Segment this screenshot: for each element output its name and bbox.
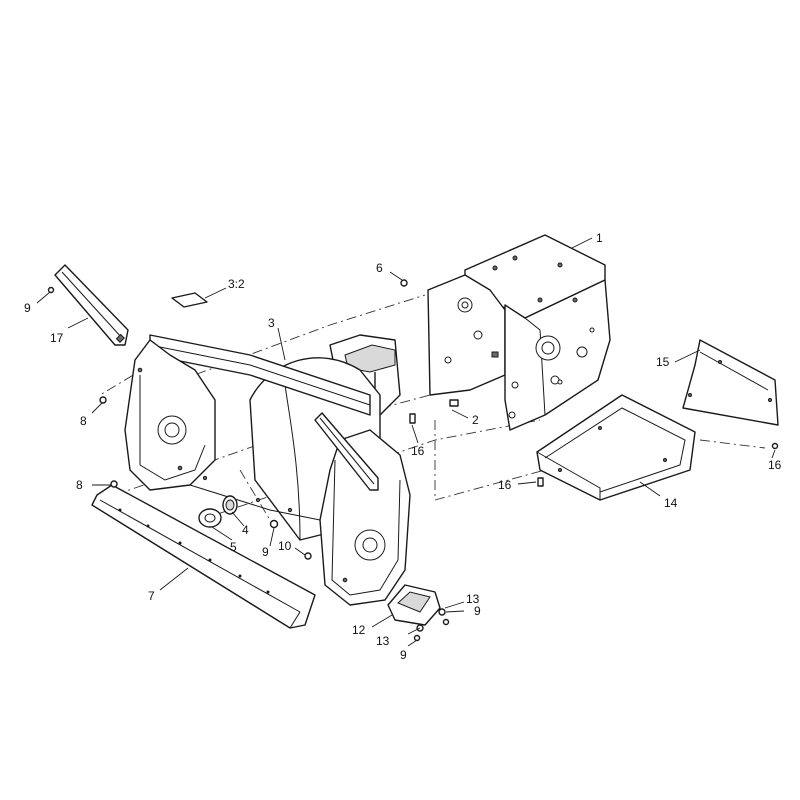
gear-housing-frame <box>427 234 611 431</box>
callout-15: 15 <box>656 355 670 369</box>
callout-13-right: 13 <box>466 592 480 606</box>
callout-9-bottom: 9 <box>400 648 407 662</box>
auger-housing <box>124 334 411 606</box>
callout-3: 3 <box>268 316 275 330</box>
callout-16-cover: 16 <box>768 458 782 472</box>
callout-16-pan: 16 <box>498 478 512 492</box>
callout-8-lower: 8 <box>76 478 83 492</box>
callout-14: 14 <box>664 496 678 510</box>
callout-5: 5 <box>230 540 237 554</box>
callout-10: 10 <box>278 539 292 553</box>
callout-4: 4 <box>242 523 249 537</box>
callout-3-2: 3:2 <box>228 277 245 291</box>
callout-7: 7 <box>148 589 155 603</box>
skid-foot <box>387 584 441 626</box>
cover-plate <box>682 339 779 426</box>
callout-9-right: 9 <box>474 604 481 618</box>
callout-labels: 1 2 3 3:2 4 5 6 7 8 8 9 9 9 9 10 12 13 1… <box>24 231 782 662</box>
callout-6: 6 <box>376 261 383 275</box>
callout-12: 12 <box>352 623 366 637</box>
callout-9-bearing: 9 <box>262 545 269 559</box>
callout-17: 17 <box>50 331 64 345</box>
bottom-pan <box>536 394 696 501</box>
decal-plate <box>171 292 208 308</box>
callout-8-upper: 8 <box>80 414 87 428</box>
bearing-and-flange <box>198 495 238 528</box>
leader-lines <box>36 237 776 647</box>
callout-16-housing: 16 <box>411 444 425 458</box>
callout-1: 1 <box>596 231 603 245</box>
skid-shoe-right <box>314 412 379 491</box>
callout-2: 2 <box>472 413 479 427</box>
skid-shoe-left <box>54 264 129 346</box>
callout-9-left: 9 <box>24 301 31 315</box>
callout-13-bottom: 13 <box>376 634 390 648</box>
